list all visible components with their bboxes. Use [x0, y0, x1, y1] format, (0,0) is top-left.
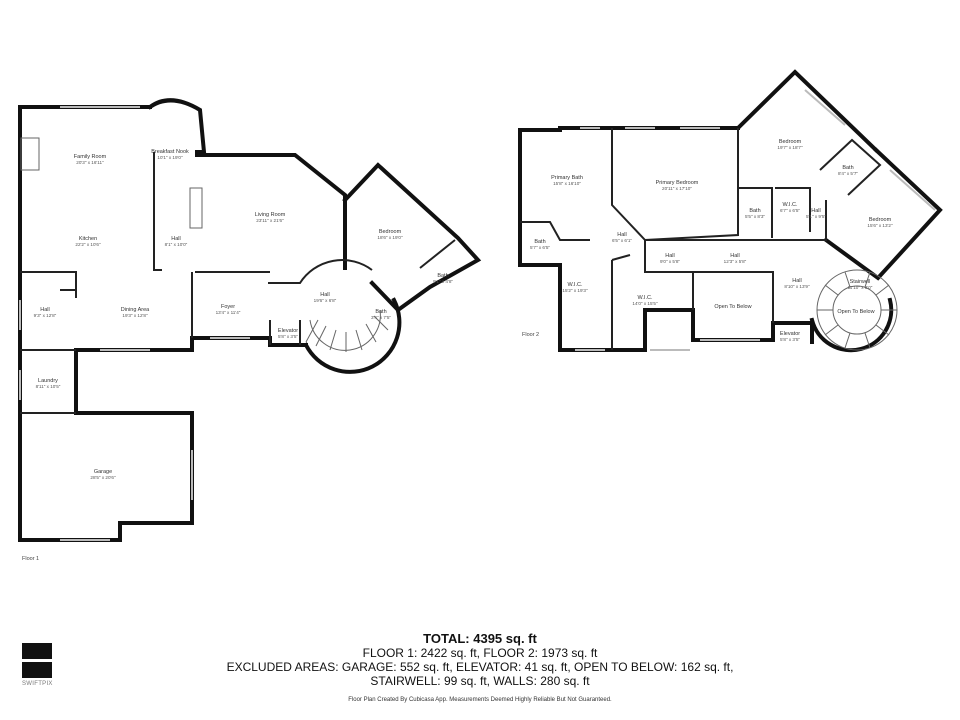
room-name-bedroom-3: Bedroom — [869, 217, 892, 223]
room-name-hall-b: Hall — [320, 292, 329, 298]
room-name-laundry: Laundry — [38, 378, 58, 384]
room-dim-stairwell: 11'10" x 8'0" — [848, 285, 873, 290]
room-name-hall-e: Hall — [617, 232, 626, 238]
room-dim-bath-3: 8'4" x 5'7" — [838, 171, 858, 176]
room-dim-hall-a: 8'1" x 10'0" — [165, 242, 188, 247]
room-dim-bath-5: 5'7" x 6'5" — [530, 245, 550, 250]
room-name-open-to-below-1: Open To Below — [714, 304, 751, 310]
room-dim-hall-c: 9'3" x 12'8" — [34, 313, 57, 318]
room-dim-wic-2: 15'2" x 19'3" — [562, 288, 588, 293]
room-name-stairwell: Stairwell — [850, 279, 871, 285]
room-name-wic-3: W.I.C. — [638, 295, 653, 301]
logo-text: SWIFTPIX — [22, 681, 53, 687]
room-name-elevator-1: Elevator — [278, 328, 298, 334]
footer-disclaimer: Floor Plan Created By Cubicasa App. Meas… — [348, 697, 612, 703]
room-dim-hall-e: 6'5" x 6'1" — [612, 238, 632, 243]
stairs-floor-1 — [305, 309, 389, 352]
room-name-bedroom-2: Bedroom — [779, 139, 802, 145]
room-name-primary-bath: Primary Bath — [551, 175, 583, 181]
room-name-bath-5: Bath — [534, 239, 545, 245]
room-name-hall-c: Hall — [40, 307, 49, 313]
room-name-kitchen: Kitchen — [79, 236, 97, 242]
total-area: TOTAL: 4395 sq. ft — [423, 631, 537, 646]
room-name-family-room: Family Room — [74, 154, 107, 160]
room-name-open-to-below-2: Open To Below — [837, 309, 874, 315]
room-dim-bedroom-1: 18'6" x 19'0" — [377, 235, 403, 240]
floor-2-plan — [518, 69, 943, 353]
room-name-breakfast-nook: Breakfast Nook — [151, 149, 189, 155]
room-name-foyer: Foyer — [221, 304, 235, 310]
room-dim-bedroom-3: 15'6" x 13'2" — [867, 223, 893, 228]
room-name-hall-h: Hall — [792, 278, 801, 284]
room-dim-family-room: 20'3" x 16'11" — [76, 160, 104, 165]
room-name-bath-4: Bath — [749, 208, 760, 214]
room-name-wic-1: W.I.C. — [783, 202, 798, 208]
room-name-bath-3: Bath — [842, 165, 853, 171]
room-dim-wic-1: 6'7" x 6'5" — [780, 208, 800, 213]
room-name-living-room: Living Room — [255, 212, 286, 218]
swiftpix-logo: SWIFTPIX — [22, 643, 52, 687]
room-dim-living-room: 23'11" x 21'6" — [256, 218, 284, 223]
room-dim-primary-bath: 15'8" x 16'10" — [553, 181, 581, 186]
room-dim-hall-g: 12'3" x 5'8" — [724, 259, 747, 264]
floor-areas: FLOOR 1: 2422 sq. ft, FLOOR 2: 1973 sq. … — [362, 646, 598, 660]
room-name-bedroom-1: Bedroom — [379, 229, 402, 235]
room-dim-garage: 28'5" x 20'6" — [90, 475, 116, 480]
floor-1-plan — [18, 98, 482, 542]
floor-2-label: Floor 2 — [522, 332, 539, 338]
room-name-bath-2: Bath — [375, 309, 386, 315]
room-name-hall-f: Hall — [665, 253, 674, 259]
excluded-areas-line-2: STAIRWELL: 99 sq. ft, WALLS: 280 sq. ft — [370, 674, 590, 688]
room-name-dining-area: Dining Area — [121, 307, 150, 313]
room-name-hall-d: Hall — [811, 208, 820, 214]
room-name-garage: Garage — [94, 469, 112, 475]
room-dim-bath-1: 9'1" x 4'8" — [433, 279, 453, 284]
logo-block-top — [22, 643, 52, 659]
room-name-hall-g: Hall — [730, 253, 739, 259]
room-name-hall-a: Hall — [171, 236, 180, 242]
stairwell-floor-2 — [816, 269, 898, 351]
room-dim-foyer: 13'4" x 11'4" — [216, 310, 241, 315]
room-dim-laundry: 8'11" x 10'5" — [36, 384, 61, 389]
room-dim-hall-f: 9'0" x 5'8" — [660, 259, 680, 264]
room-dim-wic-3: 14'0" x 15'5" — [632, 301, 658, 306]
room-dim-bath-4: 5'5" x 8'3" — [745, 214, 765, 219]
floor-1-label: Floor 1 — [22, 556, 39, 562]
room-dim-hall-d: 5'1" x 9'5" — [806, 214, 826, 219]
room-name-elevator-2: Elevator — [780, 331, 800, 337]
room-dim-elevator-1: 5'8" x 3'5" — [278, 334, 298, 339]
room-dim-breakfast-nook: 10'1" x 19'0" — [157, 155, 183, 160]
excluded-areas-line-1: EXCLUDED AREAS: GARAGE: 552 sq. ft, ELEV… — [226, 660, 734, 674]
room-dim-hall-b: 19'6" x 6'8" — [314, 298, 337, 303]
room-dim-bath-2: 3'4" x 7'5" — [371, 315, 391, 320]
room-dim-kitchen: 22'2" x 10'6" — [75, 242, 101, 247]
room-name-wic-2: W.I.C. — [568, 282, 583, 288]
room-name-bath-1: Bath — [437, 273, 448, 279]
room-dim-elevator-2: 5'8" x 3'5" — [780, 337, 800, 342]
room-name-primary-bedroom: Primary Bedroom — [656, 180, 699, 186]
logo-block-bottom — [22, 662, 52, 678]
room-dim-dining-area: 19'3" x 12'8" — [122, 313, 148, 318]
room-dim-primary-bedroom: 20'11" x 17'10" — [662, 186, 692, 191]
room-dim-bedroom-2: 19'7" x 18'7" — [777, 145, 803, 150]
room-dim-hall-h: 8'10" x 13'9" — [784, 284, 810, 289]
